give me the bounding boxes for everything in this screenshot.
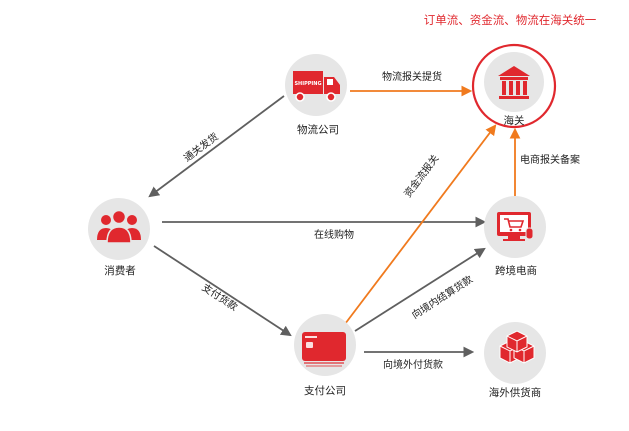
edge-label-payment-to-customs: 资金流报关 — [401, 152, 441, 200]
edge-label-payment-to-ecommerce: 向境内结算货款 — [409, 273, 475, 322]
node-consumer — [88, 198, 150, 260]
customs-building-icon — [498, 66, 530, 99]
arrow-consumer-to-payment — [153, 245, 292, 337]
headline-text: 订单流、资金流、物流在海关统一 — [424, 13, 597, 27]
arrow-logistics-to-consumer — [148, 95, 285, 198]
truck-text: SHIPPING — [294, 81, 321, 87]
edge-label-logistics-to-customs: 物流报关提货 — [382, 70, 442, 83]
node-supplier — [484, 322, 546, 384]
node-customs — [471, 43, 557, 129]
bank-card-icon — [302, 332, 346, 367]
stacked-boxes-icon — [499, 330, 535, 364]
edge-label-payment-to-supplier: 向境外付货款 — [383, 358, 443, 371]
node-label-ecommerce: 跨境电商 — [495, 264, 537, 277]
delivery-truck-icon: SHIPPING — [293, 71, 340, 102]
node-label-customs: 海关 — [504, 114, 525, 127]
node-ecommerce — [484, 196, 546, 258]
node-payment — [294, 314, 356, 376]
edge-label-consumer-to-payment: 支付货款 — [200, 281, 241, 314]
edge-label-ecommerce-to-customs: 电商报关备案 — [520, 153, 580, 166]
node-label-consumer: 消费者 — [104, 264, 136, 277]
node-label-payment: 支付公司 — [304, 384, 346, 397]
arrows — [148, 85, 521, 358]
highlight-ring — [471, 43, 557, 129]
edge-label-consumer-to-ecommerce: 在线购物 — [314, 228, 354, 241]
shopping-cart-computer-icon — [497, 212, 534, 241]
arrow-payment-to-customs — [344, 124, 497, 325]
node-label-supplier: 海外供货商 — [489, 386, 542, 399]
node-logistics: SHIPPING — [285, 54, 347, 116]
arrow-payment-to-ecommerce — [354, 247, 486, 332]
consumers-group-icon — [97, 209, 141, 244]
node-label-logistics: 物流公司 — [297, 123, 339, 136]
